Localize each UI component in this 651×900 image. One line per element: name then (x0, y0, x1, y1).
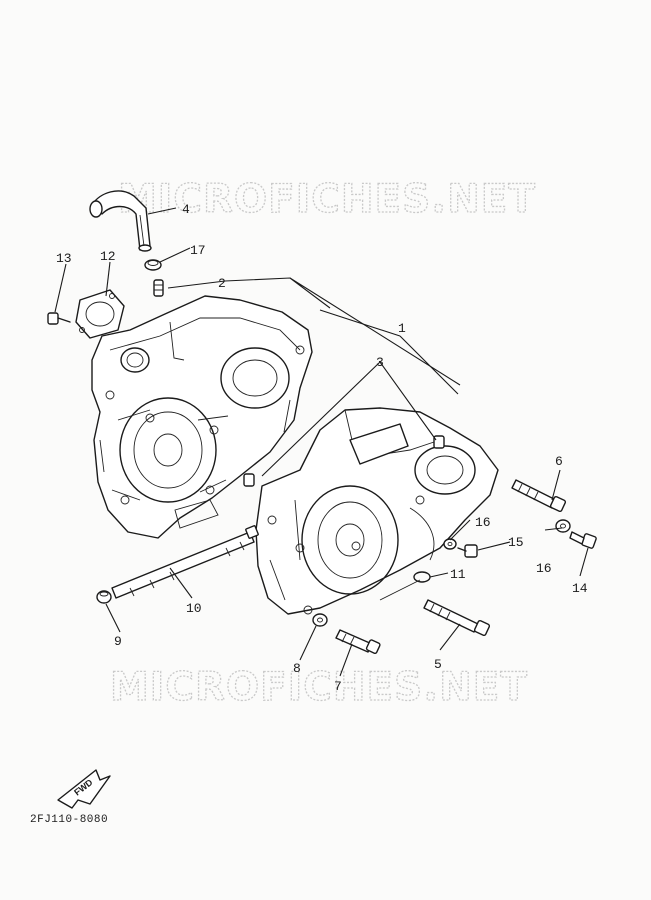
callout-13: 13 (56, 251, 72, 266)
callout-10: 10 (186, 601, 202, 616)
callout-3: 3 (376, 355, 384, 370)
diagram-code: 2FJ110-8080 (30, 814, 109, 826)
callout-15: 15 (508, 535, 524, 550)
hose-clip (144, 259, 162, 271)
bolt-14 (569, 531, 597, 549)
callout-8: 8 (293, 661, 301, 676)
callout-4: 4 (182, 202, 190, 217)
breather-hose (89, 190, 152, 252)
callout-17: 17 (190, 243, 206, 258)
gasket (75, 289, 125, 339)
callout-9: 9 (114, 634, 122, 649)
watermark-top: MICROFICHES.NET (118, 177, 536, 222)
bolt-6 (511, 479, 567, 513)
callout-5: 5 (434, 657, 442, 672)
callout-7: 7 (334, 679, 342, 694)
washer-16b (555, 519, 571, 533)
stud-bolt (111, 525, 259, 599)
callout-12: 12 (100, 249, 116, 264)
washer-8 (312, 613, 328, 627)
callout-11: 11 (450, 567, 466, 582)
fwd-arrow-icon: FWD (57, 769, 111, 809)
dowel-pins (243, 435, 445, 487)
bolt-7 (335, 629, 381, 655)
callout-16a: 16 (475, 515, 491, 530)
breather-fitting (153, 279, 164, 297)
leader-lines (54, 207, 589, 677)
callout-1: 1 (398, 321, 406, 336)
callout-2: 2 (218, 276, 226, 291)
bolt-13 (47, 312, 71, 325)
bolt-15 (457, 544, 478, 558)
o-ring (413, 571, 431, 583)
left-crankcase (91, 295, 313, 539)
collar (96, 590, 112, 604)
washer-16a (443, 538, 457, 550)
callout-6: 6 (555, 454, 563, 469)
right-crankcase (255, 407, 499, 615)
callout-14: 14 (572, 581, 588, 596)
callout-16b: 16 (536, 561, 552, 576)
watermark-bottom: MICROFICHES.NET (110, 665, 528, 710)
bolt-5 (423, 599, 491, 637)
